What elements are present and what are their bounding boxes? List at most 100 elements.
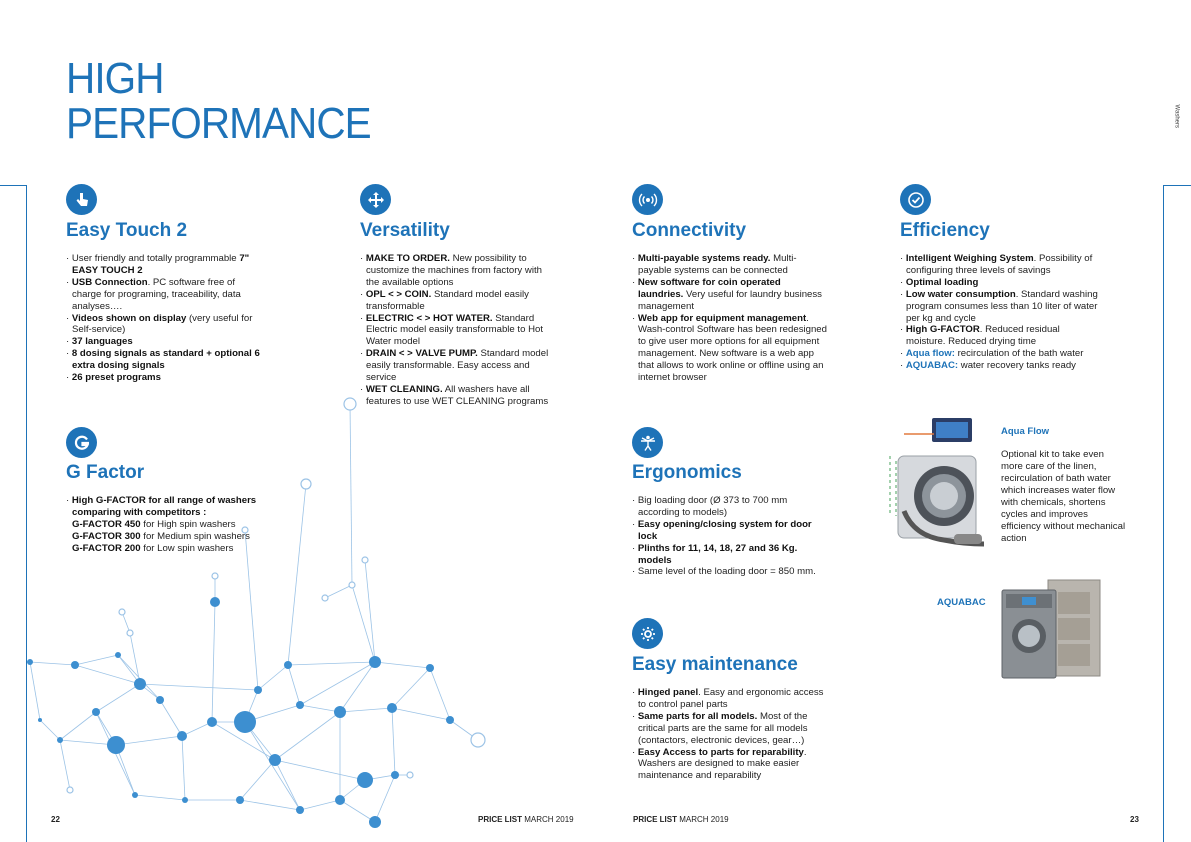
network-node	[343, 397, 357, 411]
title-line-1: HIGH	[66, 54, 164, 103]
signal-waves-icon	[632, 184, 663, 215]
network-node	[210, 597, 220, 607]
page-number-left: 22	[51, 815, 60, 824]
section-heading-easy-touch: Easy Touch 2	[66, 220, 188, 241]
list-item: Plinths for 11, 14, 18, 27 and 36 Kg. mo…	[632, 543, 827, 567]
list-item: USB Connection. PC software free of char…	[66, 277, 266, 313]
section-heading-gfactor: G Factor	[66, 462, 145, 483]
network-node	[156, 696, 164, 704]
network-node	[182, 797, 188, 803]
footer-right: PRICE LIST MARCH 2019	[633, 815, 729, 824]
list-item: Aqua flow: recirculation of the bath wat…	[900, 348, 1100, 360]
efficiency-list: Intelligent Weighing System. Possibility…	[900, 253, 1100, 372]
network-node	[211, 572, 219, 580]
network-node	[446, 716, 454, 724]
network-node	[134, 678, 146, 690]
gfactor-list: High G-FACTOR for all range of washers c…	[66, 495, 266, 519]
network-node	[92, 708, 100, 716]
list-item: Hinged panel. Easy and ergonomic access …	[632, 687, 827, 711]
network-node	[426, 664, 434, 672]
gfactor-lines: G-FACTOR 450 for High spin washers G-FAC…	[72, 519, 272, 555]
list-item: Optimal loading	[900, 277, 1100, 289]
vitruvian-man-icon	[632, 427, 663, 458]
touch-hand-icon	[66, 184, 97, 215]
left-page-edge-v	[26, 185, 27, 842]
list-item: 37 languages	[66, 336, 266, 348]
network-node	[107, 736, 125, 754]
footer-left: PRICE LIST MARCH 2019	[478, 815, 574, 824]
network-node	[115, 652, 121, 658]
list-item: MAKE TO ORDER. New possibility to custom…	[360, 253, 555, 289]
list-item: New software for coin operated laundries…	[632, 277, 827, 313]
list-item: Multi-payable systems ready. Multi-payab…	[632, 253, 827, 277]
tools-icon	[632, 618, 663, 649]
network-node	[27, 659, 33, 665]
gfactor-line: G-FACTOR 300 for Medium spin washers	[72, 530, 250, 542]
g-letter-icon	[66, 427, 97, 458]
network-node	[126, 629, 134, 637]
section-heading-connectivity: Connectivity	[632, 220, 747, 241]
network-node	[236, 796, 244, 804]
network-node	[296, 701, 304, 709]
side-label: Washers	[1173, 104, 1179, 128]
network-node	[284, 661, 292, 669]
page-number-right: 23	[1130, 815, 1139, 824]
list-item: User friendly and totally programmable 7…	[66, 253, 266, 277]
list-item: High G-FACTOR for all range of washers c…	[66, 495, 266, 519]
right-page-edge-v	[1163, 185, 1164, 842]
network-node	[369, 816, 381, 828]
list-item: Videos shown on display (very useful for…	[66, 313, 266, 337]
network-node	[300, 478, 312, 490]
check-circle-icon	[900, 184, 931, 215]
network-node	[470, 732, 486, 748]
page-title: HIGH PERFORMANCE	[66, 56, 397, 146]
list-item: Easy Access to parts for reparability. W…	[632, 747, 827, 783]
list-item: ELECTRIC < > HOT WATER. Standard Electri…	[360, 313, 555, 349]
network-illustration	[27, 397, 486, 828]
gfactor-line: G-FACTOR 200 for Low spin washers	[72, 542, 234, 554]
section-heading-maintenance: Easy maintenance	[632, 654, 798, 675]
list-item: Low water consumption. Standard washing …	[900, 289, 1100, 325]
arrows-cross-icon	[360, 184, 391, 215]
network-node	[132, 792, 138, 798]
list-item: Same parts for all models. Most of the c…	[632, 711, 827, 747]
network-node	[118, 608, 126, 616]
section-heading-versatility: Versatility	[360, 220, 450, 241]
list-item: Same level of the loading door = 850 mm.	[632, 566, 827, 578]
title-line-2: PERFORMANCE	[66, 99, 372, 148]
list-item: OPL < > COIN. Standard model easily tran…	[360, 289, 555, 313]
list-item: Intelligent Weighing System. Possibility…	[900, 253, 1100, 277]
network-node	[66, 786, 74, 794]
network-node	[57, 737, 63, 743]
section-heading-ergonomics: Ergonomics	[632, 462, 742, 483]
aqua-flow-title: Aqua Flow	[1001, 426, 1050, 437]
section-heading-efficiency: Efficiency	[900, 220, 990, 241]
gfactor-line: G-FACTOR 450 for High spin washers	[72, 519, 236, 530]
network-node	[177, 731, 187, 741]
network-node	[391, 771, 399, 779]
ergonomics-list: Big loading door (Ø 373 to 700 mm accord…	[632, 495, 827, 578]
list-item: 8 dosing signals as standard + optional …	[66, 348, 266, 372]
aqua-flow-image	[889, 418, 985, 547]
network-node	[38, 718, 42, 722]
list-item: DRAIN < > VALVE PUMP. Standard model eas…	[360, 348, 555, 384]
list-item: 26 preset programs	[66, 372, 266, 384]
network-node	[361, 556, 369, 564]
network-node	[321, 594, 329, 602]
network-node	[406, 771, 414, 779]
network-node	[335, 795, 345, 805]
network-node	[369, 656, 381, 668]
network-node	[334, 706, 346, 718]
left-page-edge	[0, 185, 26, 186]
network-node	[387, 703, 397, 713]
list-item: Big loading door (Ø 373 to 700 mm accord…	[632, 495, 827, 519]
versatility-list: MAKE TO ORDER. New possibility to custom…	[360, 253, 555, 408]
easy-touch-list: User friendly and totally programmable 7…	[66, 253, 266, 384]
network-node	[71, 661, 79, 669]
network-node	[296, 806, 304, 814]
aquabac-image	[1001, 579, 1101, 679]
network-node	[348, 581, 356, 589]
list-item: Web app for equipment management. Wash-c…	[632, 313, 827, 384]
aquabac-title: AQUABAC	[937, 597, 986, 608]
list-item: AQUABAC: water recovery tanks ready	[900, 360, 1100, 372]
